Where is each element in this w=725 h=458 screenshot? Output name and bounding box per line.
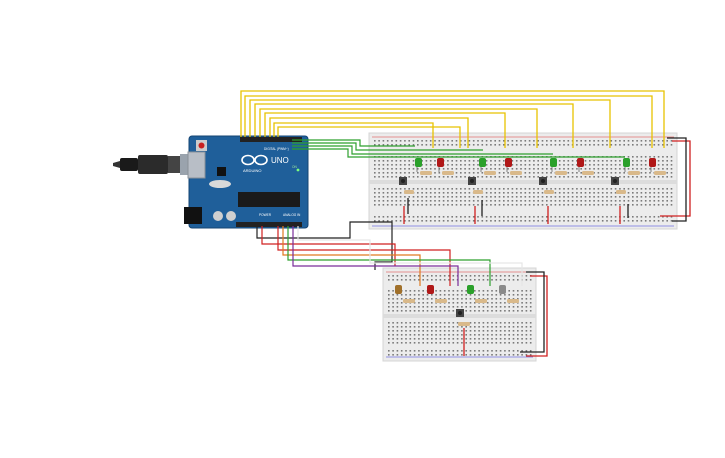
analog-header-label: ANALOG IN	[283, 213, 301, 217]
main-breadboard	[368, 132, 678, 230]
digital-header-label: DIGITAL (PWM~)	[264, 147, 289, 151]
resistor	[475, 299, 487, 303]
green-wires-top	[292, 139, 625, 158]
led-green	[415, 158, 422, 167]
lower-breadboard-components	[395, 285, 519, 326]
led-red	[427, 285, 434, 294]
resistor	[628, 171, 640, 175]
led-orange	[395, 285, 402, 294]
resistor	[435, 299, 447, 303]
led-red	[649, 158, 656, 167]
led-gray	[499, 285, 506, 294]
digital-header	[240, 137, 302, 142]
led-green	[479, 158, 486, 167]
resistor	[654, 171, 666, 175]
resistor	[473, 190, 483, 194]
led-red	[577, 158, 584, 167]
main-breadboard-components	[399, 158, 666, 194]
resistor	[458, 322, 470, 326]
arduino-logo-icon	[241, 154, 268, 166]
led-red	[437, 158, 444, 167]
power-rail-wires	[520, 137, 691, 357]
resistor	[404, 190, 414, 194]
arduino-uno-board: UNO ARDUINO DIGITAL (PWM~) POWER ANALOG …	[184, 135, 309, 229]
led-green	[467, 285, 474, 294]
led-green	[623, 158, 630, 167]
resistor	[555, 171, 567, 175]
resistor	[484, 171, 496, 175]
resistor	[420, 171, 432, 175]
lower-wires	[256, 221, 523, 286]
board-brand-label: ARDUINO	[243, 168, 261, 173]
led-red	[505, 158, 512, 167]
main-board-jumpers	[403, 198, 629, 356]
resistor	[507, 299, 519, 303]
microcontroller-chip	[238, 192, 300, 207]
resistor	[403, 299, 415, 303]
on-led-label: ON	[292, 165, 297, 169]
resistor	[442, 171, 454, 175]
resistor	[582, 171, 594, 175]
resistor	[544, 190, 554, 194]
board-model-label: UNO	[271, 156, 289, 165]
resistor	[510, 171, 522, 175]
yellow-wires	[240, 90, 665, 148]
led-green	[550, 158, 557, 167]
power-analog-header	[236, 222, 302, 227]
resistor	[616, 190, 626, 194]
usb-cable	[113, 154, 190, 175]
power-header-label: POWER	[259, 213, 272, 217]
